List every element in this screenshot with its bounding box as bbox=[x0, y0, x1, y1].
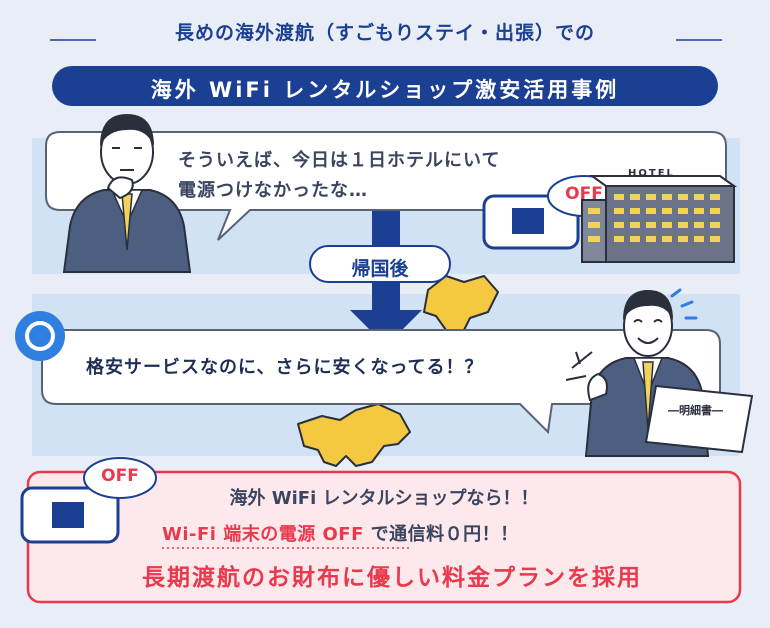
summary-line2: Wi-Fi 端末の電源 OFF で通信料０円！！ bbox=[162, 520, 519, 546]
summary-line1: 海外 WiFi レンタルショップなら！！ bbox=[229, 488, 539, 509]
hotel-building-illustration bbox=[581, 175, 738, 263]
summary-line2-highlight: Wi-Fi 端末の電源 OFF bbox=[162, 524, 364, 545]
excitement-lines-icon bbox=[670, 288, 698, 320]
banner-title: 海外 WiFi レンタルショップ激安活用事例 bbox=[150, 78, 620, 102]
hotel-sign: HOTEL bbox=[628, 168, 675, 179]
surprise-marks-icon bbox=[565, 351, 593, 381]
scene1-line2: 電源つけなかったな… bbox=[178, 180, 368, 201]
scene1-line1: そういえば、今日は１日ホテルにいて bbox=[178, 150, 501, 171]
off-badge-summary bbox=[83, 457, 157, 499]
scene2-bubble-text: 格安サービスなのに、さらに安くなってる！？ bbox=[86, 357, 484, 378]
receipt-label: ―明細書― bbox=[668, 404, 723, 417]
businessman-thinking-illustration bbox=[62, 114, 192, 273]
off-label-scene1: OFF bbox=[565, 184, 603, 204]
receipt-paper-illustration bbox=[644, 384, 754, 454]
scene1-speech-bubble bbox=[45, 131, 727, 241]
japan-map-illustration bbox=[297, 275, 499, 467]
page-title: 長めの海外渡航（すごもりステイ・出張）での bbox=[174, 22, 595, 44]
summary-line2-rest: で通信料０円！！ bbox=[363, 524, 519, 545]
banner-pill bbox=[52, 66, 718, 106]
scene1-bubble-text: そういえば、今日は１日ホテルにいて 電源つけなかったな… bbox=[178, 146, 500, 206]
transition-pill bbox=[309, 245, 451, 283]
wifi-router-device-icon bbox=[482, 194, 580, 250]
circle-marker-icon bbox=[15, 311, 65, 361]
summary-line3: 長期渡航のお財布に優しい料金プランを採用 bbox=[142, 565, 642, 591]
wifi-router-device-icon-summary bbox=[20, 486, 120, 544]
off-label-summary: OFF bbox=[101, 466, 139, 486]
transition-label: 帰国後 bbox=[351, 258, 409, 280]
